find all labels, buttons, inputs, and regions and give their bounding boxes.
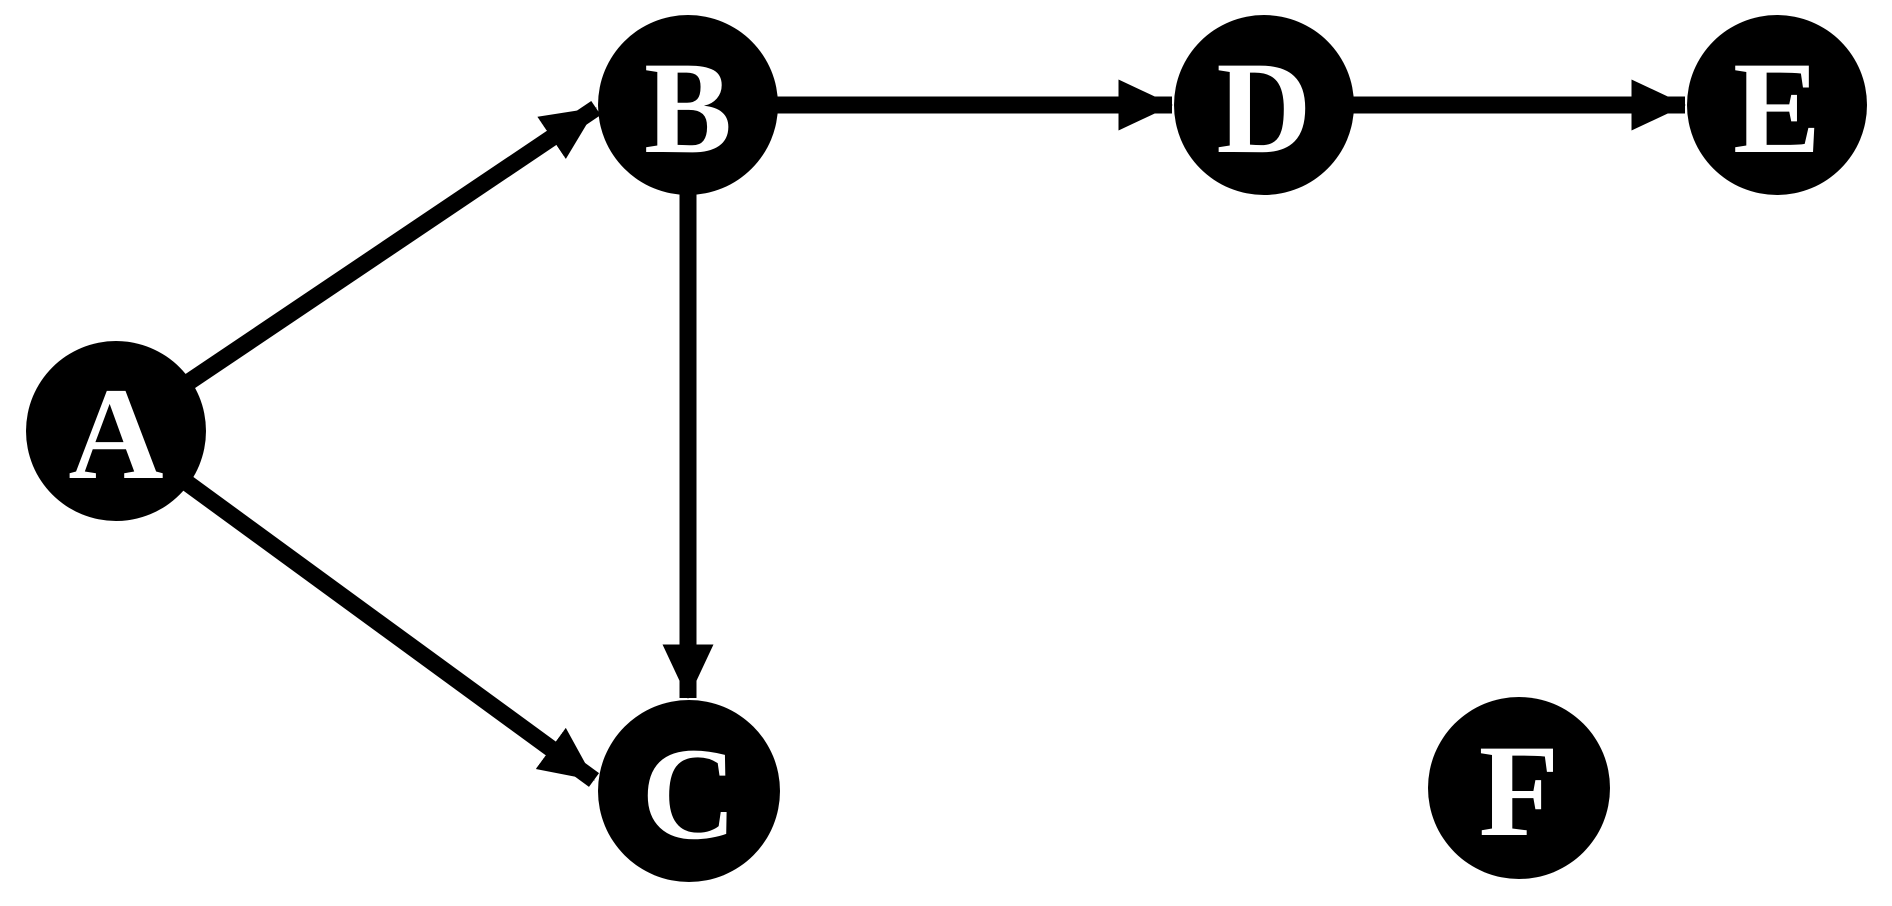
node-F: F	[1428, 697, 1610, 879]
node-label-E: E	[1733, 34, 1821, 181]
node-label-C: C	[641, 720, 736, 867]
node-circle-F	[1428, 697, 1610, 879]
node-label-B: B	[644, 34, 732, 181]
edge-A-B	[111, 100, 601, 439]
node-label-F: F	[1479, 717, 1560, 864]
node-circle-B	[598, 15, 778, 195]
node-B: B	[598, 15, 778, 195]
node-E: E	[1687, 15, 1867, 195]
node-label-A: A	[68, 360, 163, 507]
node-C: C	[598, 700, 780, 882]
edges-layer	[110, 79, 1686, 787]
edge-A-C	[110, 424, 600, 787]
node-circle-C	[598, 700, 780, 882]
node-label-D: D	[1216, 34, 1311, 181]
node-A: A	[26, 341, 206, 521]
node-circle-E	[1687, 15, 1867, 195]
node-D: D	[1174, 15, 1354, 195]
node-circle-A	[26, 341, 206, 521]
node-circle-D	[1174, 15, 1354, 195]
nodes-layer: A B C D E F	[26, 15, 1867, 882]
